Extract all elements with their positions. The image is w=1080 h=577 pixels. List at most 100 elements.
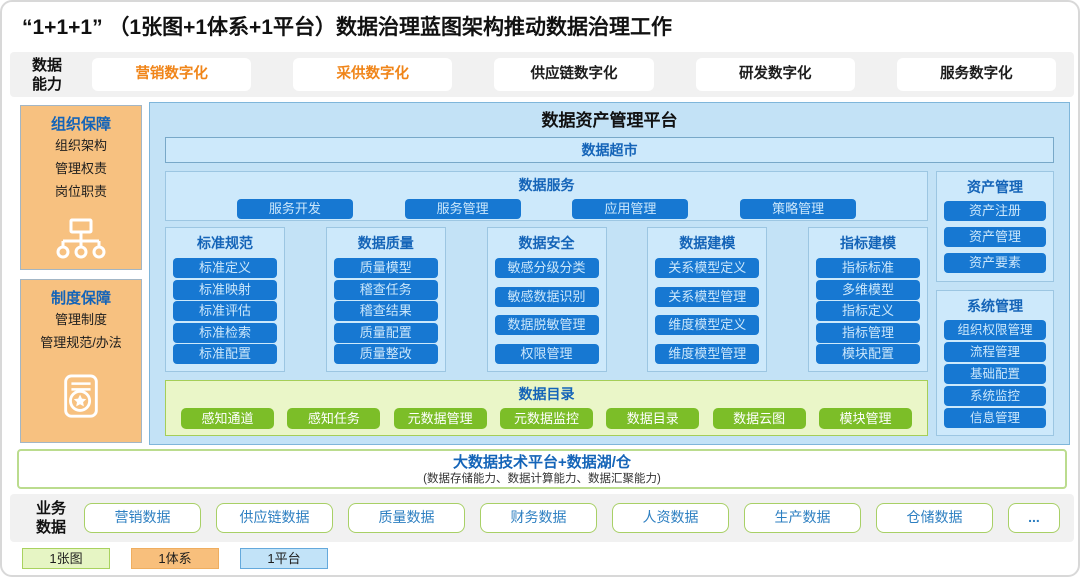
module-box: 基础配置 (944, 364, 1046, 384)
module-box: 信息管理 (944, 408, 1046, 428)
data-services-list: 服务开发服务管理应用管理策略管理 (166, 195, 927, 219)
policy-guarantee-title: 制度保障 (50, 290, 111, 307)
module-box: 标准配置 (173, 344, 277, 364)
capability-box: 服务数字化 (896, 58, 1057, 91)
module-box: 组织权限管理 (944, 320, 1046, 340)
module-box: 标准检索 (173, 322, 277, 343)
module-box: 质量模型 (333, 258, 438, 278)
module-box: 质量配置 (333, 322, 438, 343)
data-security-column: 数据安全 敏感分级分类敏感数据识别数据脱敏管理权限管理 (486, 227, 607, 372)
standards-column-items: 标准定义标准映射标准评估标准检索标准配置 (173, 258, 277, 364)
module-box: 维度模型管理 (655, 343, 760, 364)
module-box: 稽查任务 (333, 279, 438, 300)
data-catalog-title: 数据目录 (518, 386, 575, 402)
capability-box: 营销数字化 (92, 58, 252, 91)
asset-management-title: 资产管理 (967, 179, 1023, 195)
indicator-modeling-column-items: 指标标准多维模型指标定义指标管理模块配置 (816, 258, 920, 364)
data-quality-column: 数据质量 质量模型稽查任务稽查结果质量配置质量整改 (325, 227, 446, 372)
policy-guarantee-box: 制度保障 管理制度管理规范/办法 (20, 279, 142, 443)
indicator-modeling-column-title: 指标建模 (840, 235, 896, 251)
module-box: 稽查结果 (333, 301, 438, 321)
org-guarantee-item: 组织架构 (54, 138, 107, 153)
module-box: 关系模型管理 (655, 286, 760, 307)
org-guarantee-item: 管理权责 (54, 161, 107, 176)
data-catalog-panel: 数据目录 感知通道感知任务元数据管理元数据监控数据目录数据云图模块管理 (165, 380, 928, 436)
business-data-box: ... (1008, 503, 1060, 533)
module-box: 系统监控 (944, 386, 1046, 406)
data-security-column-title: 数据安全 (518, 235, 575, 251)
asset-management-panel: 资产管理 资产注册资产管理资产要素 (936, 171, 1054, 282)
module-box: 标准定义 (173, 258, 277, 278)
module-box: 关系模型定义 (655, 258, 760, 278)
catalog-module-box: 元数据管理 (393, 408, 487, 429)
system-management-title: 系统管理 (967, 298, 1023, 314)
platform-left-area: 数据服务 服务开发服务管理应用管理策略管理 标准规范 标准定义标准映射标准评估标… (165, 171, 928, 436)
system-management-panel: 系统管理 组织权限管理流程管理基础配置系统监控信息管理 (936, 290, 1054, 436)
module-box: 标准评估 (173, 301, 277, 321)
certificate-icon (21, 374, 141, 427)
module-box: 资产要素 (944, 253, 1046, 273)
data-security-column-items: 敏感分级分类敏感数据识别数据脱敏管理权限管理 (494, 258, 599, 364)
data-quality-column-title: 数据质量 (357, 235, 414, 251)
module-box: 指标定义 (816, 301, 920, 321)
business-data-box: 供应链数据 (216, 503, 333, 533)
catalog-module-box: 数据云图 (712, 408, 806, 429)
legend-one-system: 1体系 (131, 548, 219, 569)
business-data-box: 仓储数据 (876, 503, 993, 533)
data-modeling-column-title: 数据建模 (679, 235, 736, 251)
business-data-box: 人资数据 (612, 503, 729, 533)
data-modeling-column: 数据建模 关系模型定义关系模型管理维度模型定义维度模型管理 (647, 227, 768, 372)
business-data-list: 营销数据供应链数据质量数据财务数据人资数据生产数据仓储数据... (84, 503, 1060, 533)
module-box: 权限管理 (494, 343, 599, 364)
catalog-module-box: 感知任务 (287, 408, 381, 429)
legend-one-platform: 1平台 (240, 548, 328, 569)
bigdata-platform-title: 大数据技术平台+数据湖/仓 (453, 454, 631, 471)
capability-box: 供应链数字化 (494, 58, 654, 91)
data-capability-list: 营销数字化采供数字化供应链数字化研发数字化服务数字化 (92, 58, 1057, 91)
capability-box: 研发数字化 (695, 58, 855, 91)
indicator-modeling-column: 指标建模 指标标准多维模型指标定义指标管理模块配置 (808, 227, 928, 372)
org-guarantee-title: 组织保障 (50, 116, 111, 133)
catalog-module-box: 感知通道 (181, 408, 274, 429)
platform-content: 数据服务 服务开发服务管理应用管理策略管理 标准规范 标准定义标准映射标准评估标… (165, 171, 1054, 436)
business-data-box: 财务数据 (480, 503, 597, 533)
module-box: 数据脱敏管理 (494, 315, 599, 336)
business-data-label: 业务数据 (35, 500, 66, 536)
standards-column: 标准规范 标准定义标准映射标准评估标准检索标准配置 (165, 227, 285, 372)
module-box: 多维模型 (816, 279, 920, 300)
module-box: 质量整改 (333, 344, 438, 364)
data-catalog-list: 感知通道感知任务元数据管理元数据监控数据目录数据云图模块管理 (166, 408, 927, 429)
bigdata-platform-subtitle: (数据存储能力、数据计算能力、数据汇聚能力) (423, 473, 661, 485)
module-box: 流程管理 (944, 342, 1046, 362)
policy-guarantee-item: 管理制度 (54, 312, 107, 327)
business-data-box: 生产数据 (744, 503, 861, 533)
business-data-strip: 业务数据 营销数据供应链数据质量数据财务数据人资数据生产数据仓储数据... (10, 494, 1074, 542)
policy-guarantee-item: 管理规范/办法 (40, 335, 122, 350)
module-box: 资产注册 (944, 201, 1046, 221)
legend-one-map: 1张图 (22, 548, 110, 569)
catalog-module-box: 模块管理 (818, 408, 912, 429)
data-asset-platform-panel: 数据资产管理平台 数据超市 数据服务 服务开发服务管理应用管理策略管理 标准规范… (149, 102, 1070, 445)
module-box: 资产管理 (944, 227, 1046, 247)
module-box: 敏感数据识别 (494, 286, 599, 307)
page-title: “1+1+1” （1张图+1体系+1平台）数据治理蓝图架构推动数据治理工作 (22, 16, 672, 39)
module-box: 维度模型定义 (655, 315, 760, 336)
org-guarantee-items: 组织架构管理权责岗位职责 (21, 134, 141, 203)
data-quality-column-items: 质量模型稽查任务稽查结果质量配置质量整改 (333, 258, 438, 364)
system-management-items: 组织权限管理流程管理基础配置系统监控信息管理 (944, 320, 1046, 428)
module-columns-row: 标准规范 标准定义标准映射标准评估标准检索标准配置 数据质量 质量模型稽查任务稽… (165, 227, 928, 372)
data-capability-strip: 数据能力 营销数字化采供数字化供应链数字化研发数字化服务数字化 (10, 52, 1074, 97)
data-services-panel: 数据服务 服务开发服务管理应用管理策略管理 (165, 171, 928, 221)
org-guarantee-item: 岗位职责 (54, 184, 107, 199)
service-module-box: 策略管理 (740, 199, 857, 219)
data-market-bar: 数据超市 (165, 137, 1054, 163)
standards-column-title: 标准规范 (197, 235, 253, 251)
service-module-box: 服务管理 (404, 199, 521, 219)
service-module-box: 服务开发 (236, 199, 353, 219)
legend: 1张图 1体系 1平台 (22, 548, 328, 569)
module-box: 指标标准 (816, 258, 920, 278)
module-box: 标准映射 (173, 279, 277, 300)
platform-right-area: 资产管理 资产注册资产管理资产要素 系统管理 组织权限管理流程管理基础配置系统监… (936, 171, 1054, 436)
business-data-box: 营销数据 (84, 503, 201, 533)
